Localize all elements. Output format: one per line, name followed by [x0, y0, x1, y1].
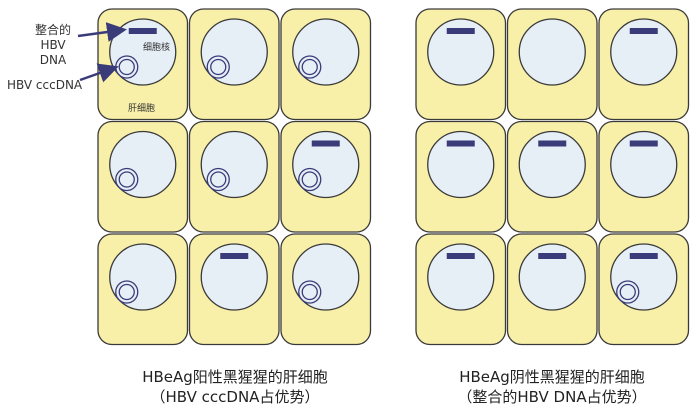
nucleus — [610, 18, 678, 86]
caption-right: HBeAg阴性黑猩猩的肝细胞 （整合的HBV DNA占优势） — [402, 367, 700, 407]
integrated-dna-bar — [538, 140, 567, 147]
cell-grid-left — [97, 8, 372, 346]
hepatocyte — [280, 8, 372, 121]
cccdna-outer-ring — [115, 167, 139, 192]
cccdna-inner-ring — [118, 171, 135, 188]
hepatocyte — [506, 233, 598, 346]
hepatocyte — [415, 120, 507, 233]
integrated-dna-bar — [128, 28, 157, 34]
hepatocyte — [188, 8, 280, 121]
integrated-dna-bar — [629, 28, 658, 34]
cccdna-inner-ring — [210, 58, 227, 76]
hepatocyte — [415, 233, 507, 346]
cccdna-inner-ring — [301, 283, 318, 301]
cccdna-inner-ring — [301, 171, 318, 188]
hepatocyte-label: 肝细胞 — [128, 104, 156, 114]
integrated-dna-bar — [311, 140, 340, 147]
nucleus — [610, 130, 678, 199]
cccdna-outer-ring — [298, 55, 322, 79]
caption-left-line1: HBeAg阳性黑猩猩的肝细胞 — [142, 368, 328, 386]
hepatocyte — [415, 8, 507, 121]
cell-grid-right — [415, 8, 690, 346]
nucleus — [109, 243, 177, 311]
nucleus — [292, 130, 360, 199]
nucleus — [427, 243, 495, 311]
hepatocyte — [97, 120, 189, 233]
cccdna-inner-ring — [118, 58, 135, 76]
integrated-dna-bar — [446, 253, 475, 259]
cccdna-inner-ring — [301, 58, 318, 76]
hepatocyte — [188, 233, 280, 346]
nucleus — [292, 243, 360, 311]
integrated-label-line1: 整合的 — [34, 23, 71, 37]
cccdna-inner-ring — [619, 283, 636, 301]
nucleus — [518, 18, 586, 86]
integrated-label-line2: HBV DNA — [39, 38, 67, 67]
nucleus — [427, 130, 495, 199]
cccdna-outer-ring — [115, 280, 139, 304]
hepatocyte — [280, 120, 372, 233]
nucleus — [610, 243, 678, 311]
hepatocyte — [598, 233, 690, 346]
integrated-dna-bar — [629, 140, 658, 147]
nucleus — [200, 130, 268, 199]
cccdna-outer-ring — [206, 167, 230, 192]
integrated-dna-bar — [629, 253, 658, 259]
nucleus — [200, 18, 268, 86]
cccdna-inner-ring — [210, 171, 227, 188]
cccdna-arrow — [79, 63, 119, 83]
caption-left-line2: （HBV cccDNA占优势） — [150, 388, 320, 406]
hepatocyte — [598, 120, 690, 233]
cccdna-label: HBV cccDNA — [7, 78, 83, 92]
hepatocyte — [598, 8, 690, 121]
caption-right-line1: HBeAg阴性黑猩猩的肝细胞 — [459, 368, 645, 386]
cccdna-outer-ring — [298, 280, 322, 304]
nucleus — [109, 130, 177, 199]
hepatocyte — [506, 8, 598, 121]
cccdna-outer-ring — [206, 55, 230, 79]
hepatocyte — [506, 120, 598, 233]
cccdna-outer-ring — [616, 280, 640, 304]
nucleus — [427, 18, 495, 86]
integrated-dna-bar — [538, 253, 567, 259]
nucleus-label: 细胞核 — [143, 43, 171, 53]
nucleus — [518, 243, 586, 311]
cccdna-outer-ring — [298, 167, 322, 192]
hepatocyte — [97, 233, 189, 346]
cccdna-inner-ring — [118, 283, 135, 301]
integrated-dna-bar — [446, 28, 475, 34]
caption-left: HBeAg阳性黑猩猩的肝细胞 （HBV cccDNA占优势） — [85, 367, 385, 407]
integrated-dna-bar — [220, 253, 249, 259]
integrated-dna-bar — [446, 140, 475, 147]
hepatocyte — [188, 120, 280, 233]
hepatocyte — [280, 233, 372, 346]
caption-right-line2: （整合的HBV DNA占优势） — [457, 388, 647, 406]
nucleus — [292, 18, 360, 86]
nucleus — [200, 243, 268, 311]
nucleus — [518, 130, 586, 199]
integrated-arrow — [77, 22, 127, 42]
integrated-dna-label: 整合的 HBV DNA — [26, 23, 80, 68]
